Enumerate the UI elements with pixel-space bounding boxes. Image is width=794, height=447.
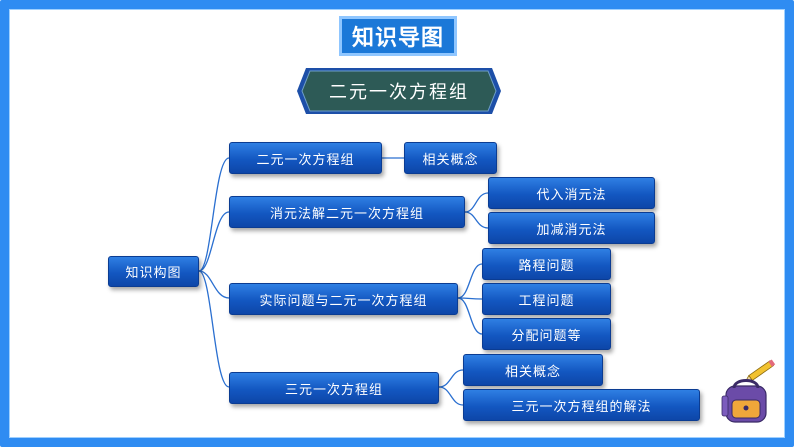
connector-b2-c2 — [464, 211, 489, 229]
section-title-badge: 知识导图 — [339, 16, 457, 56]
slide-inner-border — [9, 9, 785, 438]
connector-root-branch-1 — [198, 157, 230, 272]
connector-b3-c1 — [457, 263, 483, 299]
branch-4-child-1: 相关概念 — [463, 354, 603, 386]
connector-b3-c3 — [457, 297, 483, 335]
topic-banner: 二元一次方程组 — [296, 66, 502, 116]
branch-4: 三元一次方程组 — [229, 372, 439, 404]
branch-2-child-1: 代入消元法 — [488, 177, 655, 209]
branch-1: 二元一次方程组 — [229, 142, 382, 174]
branch-3-child-2: 工程问题 — [482, 283, 611, 315]
backpack-pencil-icon — [721, 359, 776, 423]
connector-root-branch-3 — [198, 270, 230, 299]
hexagon-banner-shape — [297, 68, 501, 114]
branch-3-child-3: 分配问题等 — [482, 318, 611, 350]
mindmap-root: 知识构图 — [108, 256, 199, 287]
connector-b4-c1 — [438, 369, 464, 388]
branch-3-child-1: 路程问题 — [482, 248, 611, 280]
branch-2: 消元法解二元一次方程组 — [229, 196, 465, 228]
connector-root-branch-2 — [198, 211, 230, 272]
connector-b4-c2 — [438, 386, 464, 406]
connector-root-branch-4 — [198, 270, 230, 388]
branch-3: 实际问题与二元一次方程组 — [229, 283, 458, 315]
connector-b2-c1 — [464, 192, 489, 213]
branch-1-child-1: 相关概念 — [404, 142, 497, 174]
topic-title: 二元一次方程组 — [329, 82, 469, 103]
branch-4-child-2: 三元一次方程组的解法 — [463, 389, 700, 421]
branch-2-child-2: 加减消元法 — [488, 212, 655, 244]
